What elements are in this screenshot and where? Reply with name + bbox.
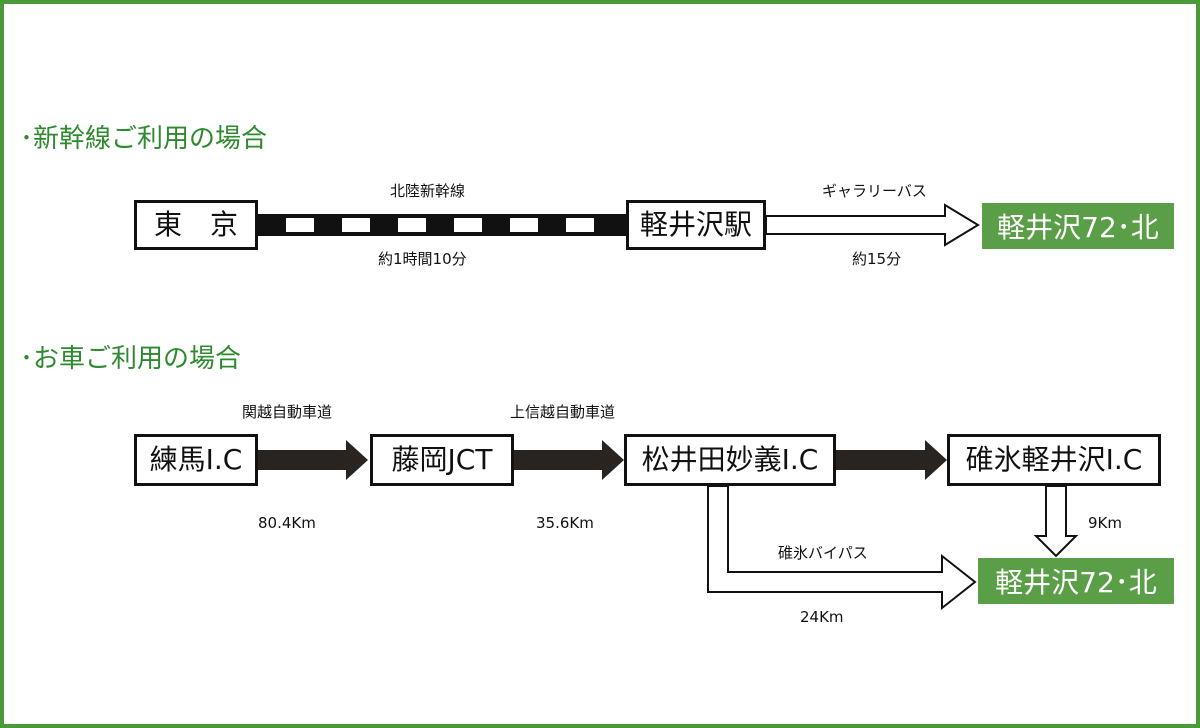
- bypass-name-label: 碓氷バイパス: [778, 544, 868, 562]
- arrow-nerima-fujioka: [258, 440, 368, 480]
- arrow-fujioka-matsuida: [514, 440, 624, 480]
- shinkansen-track: [258, 214, 628, 236]
- bus-arrow: [765, 203, 980, 247]
- usui-distance-label: 9Km: [1088, 514, 1122, 532]
- karuizawa-station-box: 軽井沢駅: [626, 200, 766, 250]
- destination-box-car: 軽井沢72･北: [978, 558, 1174, 604]
- car-heading: ･お車ご利用の場合: [20, 344, 242, 374]
- fujioka-jct-box: 藤岡JCT: [370, 434, 514, 486]
- arrow-usui-down: [1033, 485, 1079, 558]
- destination-box-shinkansen: 軽井沢72･北: [982, 203, 1174, 249]
- matsuida-ic-box: 松井田妙義I.C: [624, 434, 836, 486]
- shinkansen-line-label: 北陸新幹線: [390, 182, 466, 200]
- arrow-matsuida-usui: [836, 440, 947, 480]
- tokyo-box: 東 京: [134, 200, 258, 250]
- distance2-label: 35.6Km: [536, 514, 594, 532]
- expressway1-label: 関越自動車道: [242, 403, 333, 421]
- usui-karuizawa-ic-box: 碓氷軽井沢I.C: [947, 434, 1161, 486]
- nerima-ic-box: 練馬I.C: [134, 434, 258, 486]
- bypass-distance-label: 24Km: [800, 608, 844, 626]
- shinkansen-time-label: 約1時間10分: [378, 250, 467, 268]
- bypass-arrow: [707, 485, 977, 611]
- bus-time-label: 約15分: [852, 250, 902, 268]
- shinkansen-heading: ･新幹線ご利用の場合: [20, 124, 268, 154]
- distance1-label: 80.4Km: [258, 514, 316, 532]
- bus-name-label: ギャラリーバス: [822, 182, 927, 200]
- expressway2-label: 上信越自動車道: [510, 403, 616, 421]
